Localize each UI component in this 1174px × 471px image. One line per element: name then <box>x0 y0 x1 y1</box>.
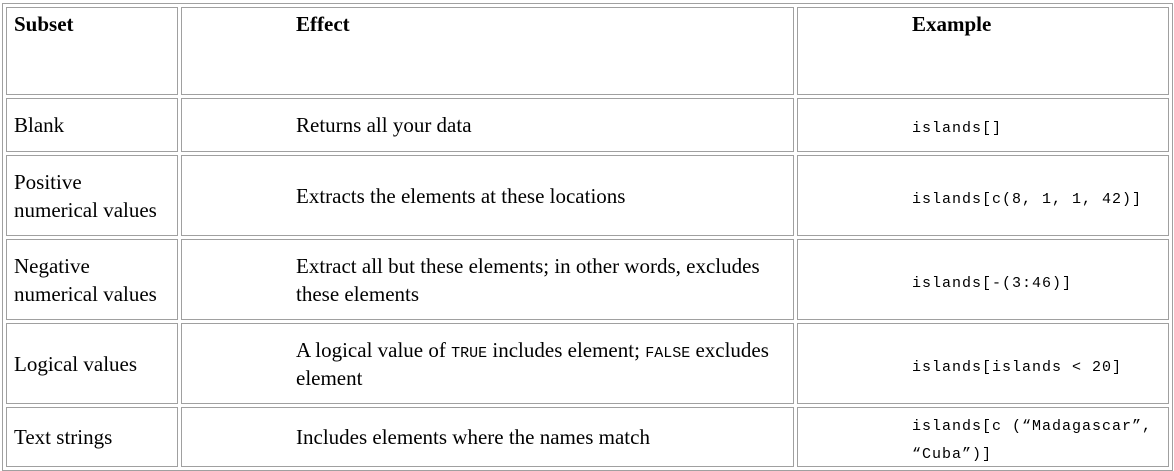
example-code: islands[islands < 20] <box>912 358 1123 376</box>
effect-text: excludes element <box>296 337 769 390</box>
table-row: Logical values A logical value of TRUE i… <box>6 323 1169 404</box>
example-cell: islands[c(8, 1, 1, 42)] <box>797 155 1169 236</box>
example-code: islands[c (“Madagascar”, “Cuba”)] <box>912 418 1153 463</box>
effect-text: A logical value of <box>296 337 452 362</box>
effect-code-true: TRUE <box>451 344 488 362</box>
effect-text: includes element; <box>487 337 646 362</box>
effect-cell: Extract all but these elements; in other… <box>181 239 794 320</box>
example-cell: islands[islands < 20] <box>797 323 1169 404</box>
subsetting-table: Subset Effect Example Blank Returns all … <box>2 3 1173 471</box>
header-example: Example <box>797 7 1169 95</box>
header-effect: Effect <box>181 7 794 95</box>
example-code: islands[c(8, 1, 1, 42)] <box>912 190 1143 208</box>
example-cell: islands[] <box>797 98 1169 152</box>
effect-cell: Returns all your data <box>181 98 794 152</box>
effect-code-false: FALSE <box>645 344 691 362</box>
subset-cell: Text strings <box>6 407 178 467</box>
table-row: Blank Returns all your data islands[] <box>6 98 1169 152</box>
table-row: Text strings Includes elements where the… <box>6 407 1169 467</box>
effect-cell: A logical value of TRUE includes element… <box>181 323 794 404</box>
example-code: islands[] <box>912 120 1003 137</box>
table-row: Positive numerical values Extracts the e… <box>6 155 1169 236</box>
example-cell: islands[-(3:46)] <box>797 239 1169 320</box>
table-row: Negative numerical values Extract all bu… <box>6 239 1169 320</box>
subset-cell: Negative numerical values <box>6 239 178 320</box>
subset-cell: Blank <box>6 98 178 152</box>
example-cell: islands[c (“Madagascar”, “Cuba”)] <box>797 407 1169 467</box>
header-subset: Subset <box>6 7 178 95</box>
table-header-row: Subset Effect Example <box>6 7 1169 95</box>
example-code: islands[-(3:46)] <box>912 274 1073 292</box>
subset-cell: Positive numerical values <box>6 155 178 236</box>
effect-cell: Includes elements where the names match <box>181 407 794 467</box>
effect-cell: Extracts the elements at these locations <box>181 155 794 236</box>
subset-cell: Logical values <box>6 323 178 404</box>
